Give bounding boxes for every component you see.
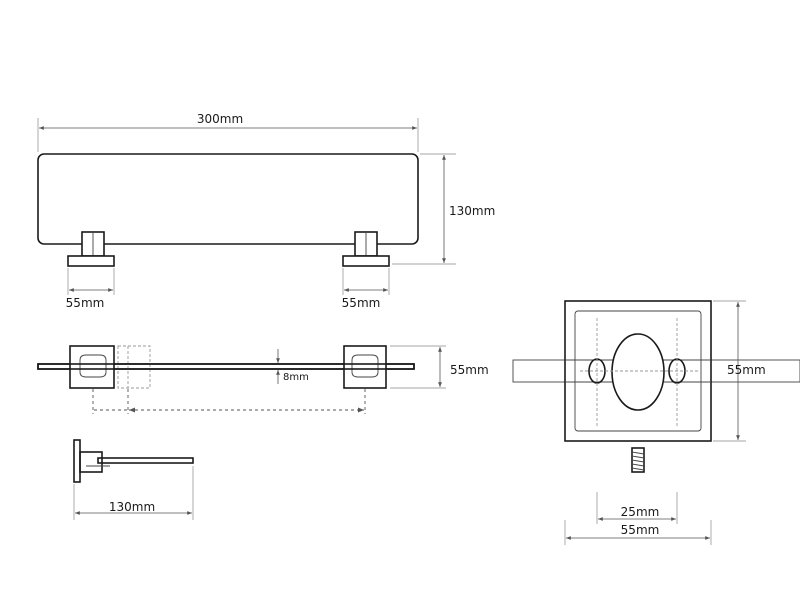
width-label: 300mm xyxy=(197,112,243,126)
screw-label: 25mm xyxy=(621,505,660,519)
front-height-label: 55mm xyxy=(450,363,489,377)
thickness-label: 8mm xyxy=(283,372,309,383)
left-mount-front xyxy=(69,345,151,389)
depth-label: 130mm xyxy=(109,500,155,514)
height-label: 130mm xyxy=(449,204,495,218)
glass-profile xyxy=(97,457,194,464)
top-view: 300mm 130mm 55mm 55mm xyxy=(37,112,495,310)
center-oval-hole xyxy=(611,333,665,411)
side-view: 130mm xyxy=(73,439,194,520)
detail-height-label: 55mm xyxy=(727,363,766,377)
right-base-label: 55mm xyxy=(342,296,381,310)
wall-plate xyxy=(73,439,81,483)
right-mount-front xyxy=(343,345,387,389)
left-bracket-top xyxy=(67,231,115,267)
screw-icon xyxy=(631,447,645,473)
bracket-detail-view: 55mm 25mm 55mm xyxy=(512,300,800,545)
glass-shelf-top xyxy=(37,153,419,245)
left-base-label: 55mm xyxy=(66,296,105,310)
right-bracket-top xyxy=(342,231,390,267)
detail-width-label: 55mm xyxy=(621,523,660,537)
front-view: 8mm 55mm xyxy=(37,345,489,414)
